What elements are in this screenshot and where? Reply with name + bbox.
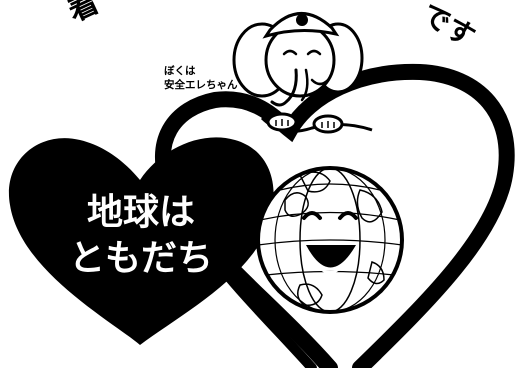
elephant-mascot xyxy=(232,12,373,134)
black-heart xyxy=(8,137,274,345)
heart-slogan-line-2: ともだち xyxy=(68,238,213,279)
title-left-fragment: 着 xyxy=(63,0,105,29)
elephant-caption-line-2: 安全エレちゃん xyxy=(164,79,238,91)
heart-slogan: 地球は ともだち xyxy=(56,190,226,282)
heart-slogan-line-1: 地球は xyxy=(86,192,195,233)
title-right-fragment: です xyxy=(416,0,481,54)
elephant-caption: ぼくは 安全エレちゃん xyxy=(164,64,238,92)
smiling-globe xyxy=(256,166,404,314)
elephant-caption-line-1: ぼくは xyxy=(164,65,196,77)
